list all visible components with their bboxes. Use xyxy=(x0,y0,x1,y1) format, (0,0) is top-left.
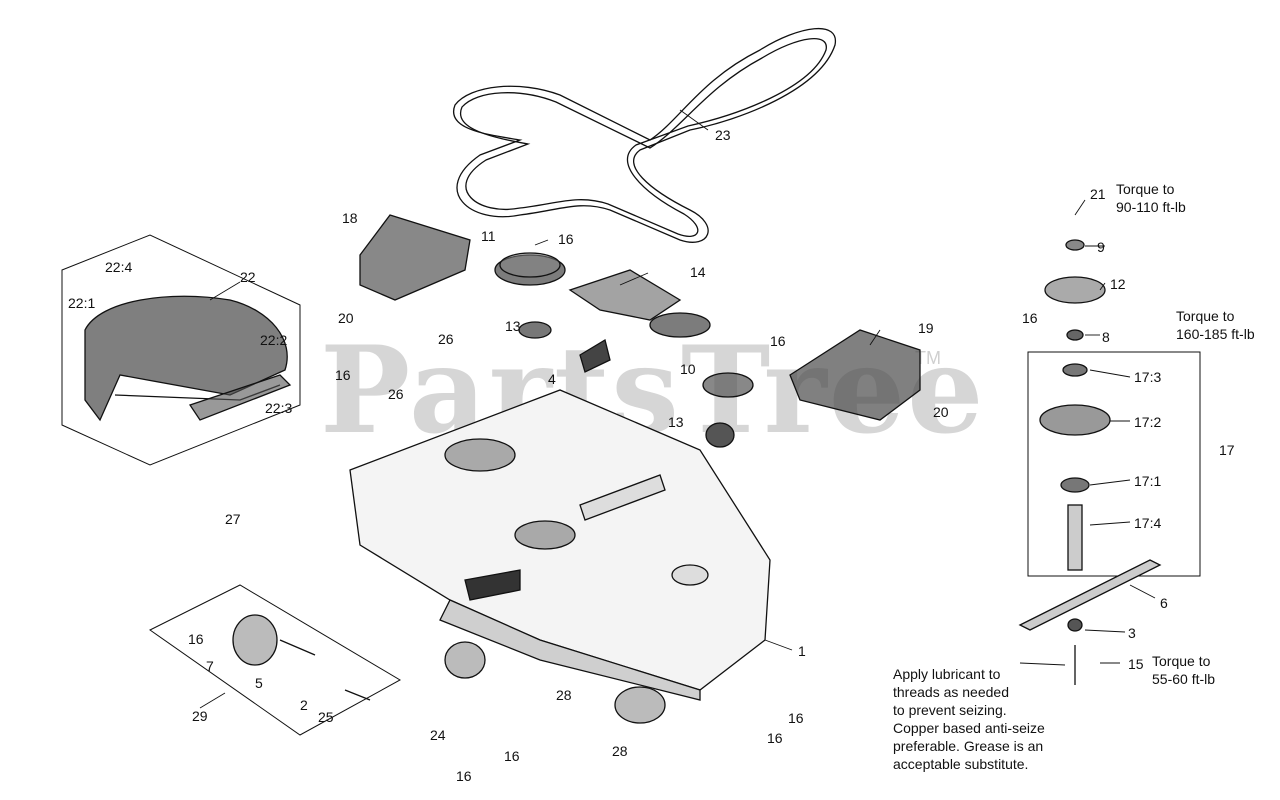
callout-17-4: 17:4 xyxy=(1134,515,1162,531)
callout-3: 3 xyxy=(1128,625,1136,641)
callout-2: 2 xyxy=(300,697,308,713)
callout-26-mid: 26 xyxy=(388,386,404,402)
callout-13-mid: 13 xyxy=(668,414,684,430)
callout-16-bottom-a: 16 xyxy=(504,748,520,764)
callout-20-right: 20 xyxy=(933,404,949,420)
callout-16-left: 16 xyxy=(335,367,351,383)
cover-18-drawing xyxy=(359,214,471,301)
callout-22-4: 22:4 xyxy=(105,259,133,275)
torque-note-15: Torque to 55-60 ft-lb xyxy=(1152,653,1216,687)
callout-17-3: 17:3 xyxy=(1134,369,1162,385)
callout-25: 25 xyxy=(318,709,334,725)
cover-19-drawing xyxy=(789,329,921,421)
callout-22-1: 22:1 xyxy=(68,295,96,311)
belt-drawing xyxy=(452,27,836,243)
callout-13-top: 13 xyxy=(505,318,521,334)
idler-arm-14-drawing xyxy=(568,269,682,321)
cover-kit-boundary xyxy=(61,234,301,466)
callout-17-2: 17:2 xyxy=(1134,414,1162,430)
callout-7: 7 xyxy=(206,658,214,674)
callout-15: 15 xyxy=(1128,656,1144,672)
callout-18: 18 xyxy=(342,210,358,226)
torque-note-21: Torque to 90-110 ft-lb xyxy=(1116,181,1186,215)
callout-4: 4 xyxy=(548,371,556,387)
callout-23: 23 xyxy=(715,127,731,143)
callout-6: 6 xyxy=(1160,595,1168,611)
callout-22-2: 22:2 xyxy=(260,332,288,348)
callout-16-spindle: 16 xyxy=(1022,310,1038,326)
callout-14: 14 xyxy=(690,264,706,280)
callout-9: 9 xyxy=(1097,239,1105,255)
belt-cover-drawing xyxy=(84,295,288,422)
callout-16-right-b: 16 xyxy=(767,730,783,746)
callout-16-top: 16 xyxy=(558,231,574,247)
callout-16-mid: 16 xyxy=(770,333,786,349)
callout-16-bottom-b: 16 xyxy=(456,768,472,784)
callout-17-1: 17:1 xyxy=(1134,473,1162,489)
callout-27: 27 xyxy=(225,511,241,527)
lubricant-note: Apply lubricant to threads as needed to … xyxy=(893,666,1045,772)
callout-5: 5 xyxy=(255,675,263,691)
callout-8: 8 xyxy=(1102,329,1110,345)
callout-10: 10 xyxy=(680,361,696,377)
callout-28-bottom: 28 xyxy=(612,743,628,759)
blade-drawing xyxy=(1018,559,1162,631)
callout-16-wheel: 16 xyxy=(188,631,204,647)
callout-17: 17 xyxy=(1219,442,1235,458)
callout-26-top: 26 xyxy=(438,331,454,347)
callout-29: 29 xyxy=(192,708,208,724)
spindle-pulley-12-drawing xyxy=(1044,276,1106,304)
callout-1: 1 xyxy=(798,643,806,659)
callout-24: 24 xyxy=(430,727,446,743)
callout-11: 11 xyxy=(481,228,496,244)
callout-22-3: 22:3 xyxy=(265,400,293,416)
callout-16-right-a: 16 xyxy=(788,710,804,726)
callout-22: 22 xyxy=(240,269,256,285)
callout-12: 12 xyxy=(1110,276,1126,292)
callout-19: 19 xyxy=(918,320,934,336)
callout-20-left: 20 xyxy=(338,310,354,326)
wheel-kit-boundary xyxy=(149,584,402,736)
torque-note-17: Torque to 160-185 ft-lb xyxy=(1176,308,1255,342)
callout-28-top: 28 xyxy=(556,687,572,703)
gauge-wheel-drawing xyxy=(232,614,278,666)
watermark-trademark: TM xyxy=(915,348,941,368)
spindle-kit-boundary xyxy=(1027,351,1201,577)
callout-21: 21 xyxy=(1090,186,1106,202)
